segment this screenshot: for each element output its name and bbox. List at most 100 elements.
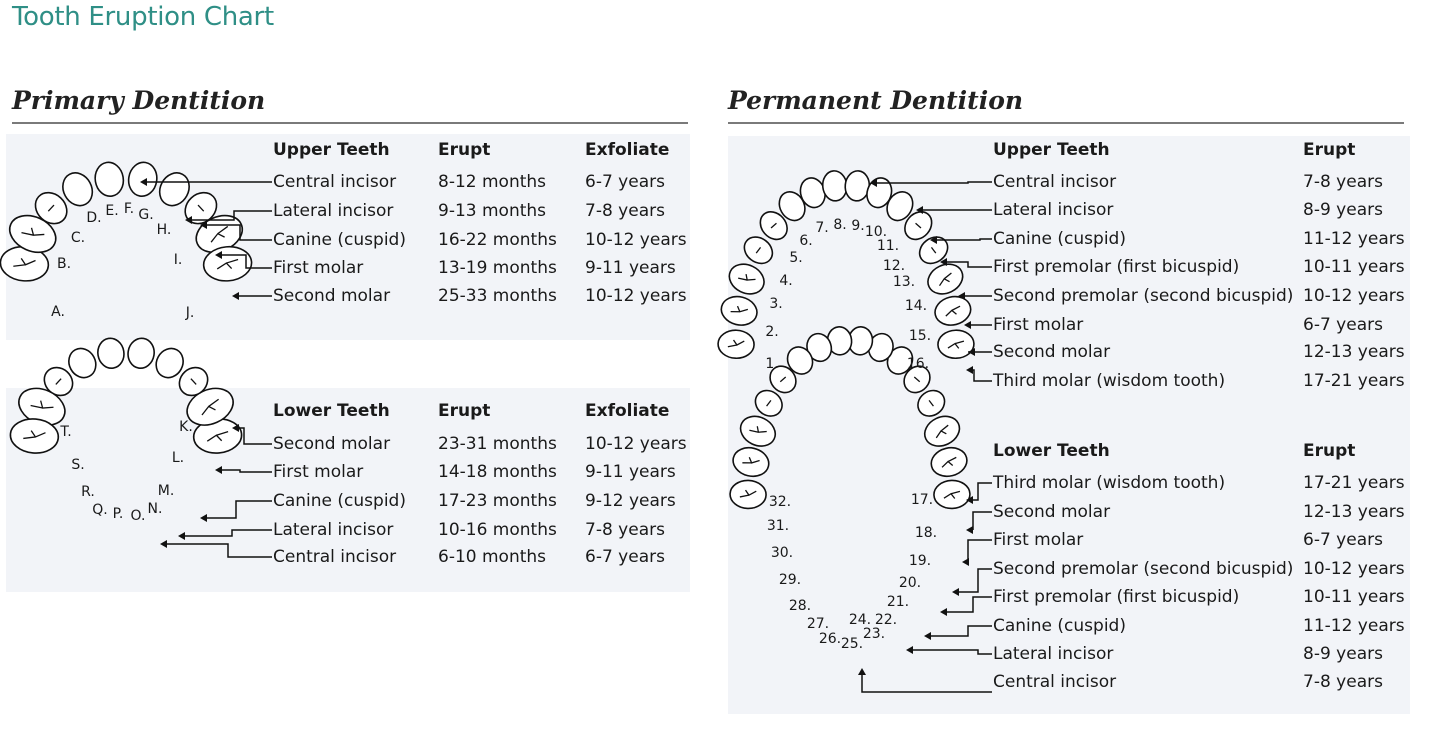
primary-upper-row-1-erupt: 8-12 months xyxy=(438,172,547,192)
primary-lower-arrow-4 xyxy=(178,532,185,540)
permanent-upper-tooth-12 xyxy=(904,211,933,241)
permanent-upper-tooth-11 xyxy=(886,191,914,222)
primary-lower-row-2-erupt: 14-18 months xyxy=(438,462,557,482)
primary-upper-arrow-2 xyxy=(185,216,192,224)
permanent-lower-leader-5 xyxy=(947,596,992,613)
permanent-lower-leader-3 xyxy=(967,539,992,563)
primary-dentition-heading: Primary Dentition xyxy=(12,86,266,115)
permanent-lower-number-4: 20. xyxy=(898,575,922,591)
permanent-upper-number-9: 9. xyxy=(851,218,865,234)
permanent-dentition-heading: Permanent Dentition xyxy=(728,86,1024,115)
permanent-upper-row-6-erupt: 6-7 years xyxy=(1303,315,1383,335)
permanent-lower-tooth-1 xyxy=(933,479,971,510)
permanent-lower-row-7-name: Lateral incisor xyxy=(993,644,1114,664)
permanent-upper-number-8: 8. xyxy=(833,217,847,233)
permanent-upper-arrow-1 xyxy=(870,179,877,187)
primary-lower-letter-5: O. xyxy=(130,508,146,524)
primary-lower-tooth-2 xyxy=(186,387,234,426)
primary-upper-leader-3 xyxy=(207,224,272,241)
primary-lower-letter-7: Q. xyxy=(92,502,108,518)
primary-lower-leader-1 xyxy=(239,427,272,445)
primary-upper-tooth-4 xyxy=(62,172,94,207)
permanent-upper-tooth-1 xyxy=(717,329,755,360)
permanent-upper-number-12: 12. xyxy=(882,258,906,274)
primary-lower-tooth-10 xyxy=(9,418,60,454)
primary-upper-row-3-erupt: 16-22 months xyxy=(438,230,557,250)
primary-upper-tooth-1 xyxy=(0,245,50,282)
primary-upper-row-4-name: First molar xyxy=(273,258,364,278)
permanent-upper-tooth-5 xyxy=(759,211,788,241)
primary-upper-header-exfoliate: Exfoliate xyxy=(585,140,670,160)
primary-upper-letter-1: A. xyxy=(51,304,65,320)
primary-lower-row-1-name: Second molar xyxy=(273,434,391,454)
primary-lower-leader-5 xyxy=(167,543,272,558)
permanent-upper-row-2-name: Lateral incisor xyxy=(993,200,1114,220)
primary-lower-leader-3 xyxy=(207,500,272,519)
permanent-lower-header-teeth: Lower Teeth xyxy=(993,441,1110,461)
primary-lower-arrow-2 xyxy=(215,466,222,474)
primary-upper-letter-3: C. xyxy=(70,230,86,246)
primary-upper-leader-2 xyxy=(192,210,272,221)
permanent-upper-number-6: 6. xyxy=(799,233,813,249)
primary-heading-rule xyxy=(12,122,688,124)
primary-lower-letter-10: T. xyxy=(60,424,72,440)
permanent-upper-row-5-erupt: 10-12 years xyxy=(1303,286,1405,306)
primary-lower-tooth-5 xyxy=(127,337,155,369)
permanent-upper-tooth-15 xyxy=(934,295,972,326)
permanent-upper-row-8-erupt: 17-21 years xyxy=(1303,371,1405,391)
permanent-lower-row-5-name: First premolar (first bicuspid) xyxy=(993,587,1240,607)
primary-upper-letter-8: H. xyxy=(156,222,172,238)
permanent-lower-number-12: 28. xyxy=(788,598,812,614)
primary-lower-row-1-exfoliate: 10-12 years xyxy=(585,434,687,454)
primary-upper-arrow-4 xyxy=(215,251,222,259)
primary-upper-leader-4 xyxy=(222,254,272,269)
primary-upper-header-erupt: Erupt xyxy=(438,140,491,160)
primary-lower-row-5-exfoliate: 6-7 years xyxy=(585,547,665,567)
permanent-upper-tooth-3 xyxy=(728,263,765,295)
permanent-upper-tooth-13 xyxy=(918,236,949,265)
permanent-lower-row-7-erupt: 8-9 years xyxy=(1303,644,1383,664)
primary-lower-row-1-erupt: 23-31 months xyxy=(438,434,557,454)
primary-upper-row-5-exfoliate: 10-12 years xyxy=(585,286,687,306)
primary-lower-tooth-4 xyxy=(155,347,184,379)
primary-lower-row-2-name: First molar xyxy=(273,462,364,482)
primary-lower-row-2-exfoliate: 9-11 years xyxy=(585,462,676,482)
permanent-lower-row-3-name: First molar xyxy=(993,530,1084,550)
permanent-lower-row-4-erupt: 10-12 years xyxy=(1303,559,1405,579)
permanent-lower-number-15: 31. xyxy=(766,518,790,534)
primary-upper-row-1-name: Central incisor xyxy=(273,172,397,192)
permanent-upper-number-1: 1. xyxy=(765,356,779,372)
permanent-lower-number-5: 21. xyxy=(886,594,910,610)
permanent-lower-row-2-erupt: 12-13 years xyxy=(1303,502,1405,522)
permanent-upper-number-5: 5. xyxy=(789,250,803,266)
permanent-upper-row-4-name: First premolar (first bicuspid) xyxy=(993,257,1240,277)
permanent-lower-arrow-8 xyxy=(858,668,866,675)
primary-lower-letter-9: S. xyxy=(71,457,85,473)
primary-lower-row-4-name: Lateral incisor xyxy=(273,520,394,540)
page-title: Tooth Eruption Chart xyxy=(12,2,274,32)
permanent-lower-tooth-4 xyxy=(917,389,946,417)
teeth-layer xyxy=(0,161,975,510)
primary-lower-leader-2 xyxy=(222,469,272,473)
permanent-lower-tooth-14 xyxy=(739,415,777,447)
permanent-lower-arrow-3 xyxy=(962,558,969,566)
permanent-upper-arrow-5 xyxy=(958,292,965,300)
permanent-lower-arrow-1 xyxy=(966,496,973,504)
permanent-lower-number-8: 24. xyxy=(848,612,872,628)
primary-lower-arrow-3 xyxy=(200,514,207,522)
permanent-upper-number-2: 2. xyxy=(765,324,779,340)
permanent-lower-leader-1 xyxy=(973,482,992,501)
permanent-upper-arrow-8 xyxy=(966,366,973,374)
permanent-upper-header-erupt: Erupt xyxy=(1303,140,1356,160)
primary-upper-row-3-name: Canine (cuspid) xyxy=(273,230,406,250)
primary-lower-header-exfoliate: Exfoliate xyxy=(585,401,670,421)
permanent-upper-tooth-2 xyxy=(720,295,758,326)
permanent-lower-header-erupt: Erupt xyxy=(1303,441,1356,461)
permanent-upper-header-teeth: Upper Teeth xyxy=(993,140,1110,160)
permanent-lower-row-8-erupt: 7-8 years xyxy=(1303,672,1383,692)
primary-upper-row-2-exfoliate: 7-8 years xyxy=(585,201,665,221)
permanent-upper-number-13: 13. xyxy=(892,274,916,290)
permanent-upper-row-4-erupt: 10-11 years xyxy=(1303,257,1405,277)
permanent-lower-number-6: 22. xyxy=(874,612,898,628)
